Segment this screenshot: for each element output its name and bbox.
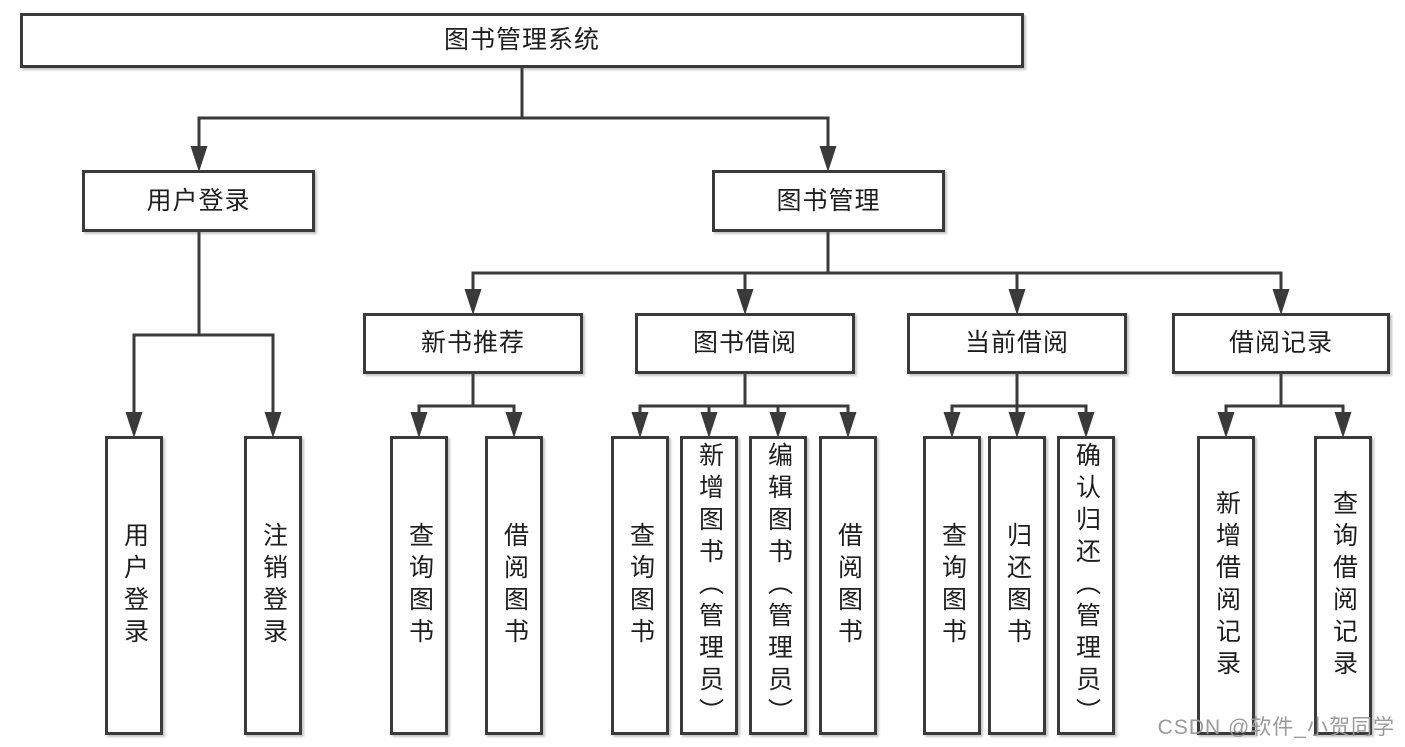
csdn-watermark: CSDN @软件_小贺同学 bbox=[1157, 716, 1395, 739]
arrowhead-icon bbox=[736, 289, 754, 315]
arrowhead-icon bbox=[943, 412, 961, 438]
node-label: 借阅图书 bbox=[500, 521, 529, 650]
node-user-login: 用户登录 bbox=[82, 170, 315, 232]
node-borrow-records: 借阅记录 bbox=[1172, 313, 1390, 374]
node-label: 查询图书 bbox=[405, 521, 434, 650]
node-book-borrow: 图书借阅 bbox=[635, 313, 855, 374]
arrowhead-icon bbox=[819, 146, 837, 172]
node-label: 查询图书 bbox=[938, 521, 967, 650]
node-label: 查询借阅记录 bbox=[1329, 489, 1358, 682]
node-label: 图书管理系统 bbox=[443, 26, 600, 54]
node-current-borrow: 当前借阅 bbox=[907, 313, 1127, 374]
node-label: 用户登录 bbox=[146, 186, 251, 215]
arrowhead-icon bbox=[410, 412, 428, 438]
arrowhead-icon bbox=[464, 289, 482, 315]
node-label: 新增图书（管理员） bbox=[695, 441, 724, 730]
node-label: 图书管理 bbox=[776, 186, 881, 215]
node-label: 查询图书 bbox=[626, 521, 655, 650]
node-label: 注销登录 bbox=[259, 521, 288, 650]
node-leaf-logout: 注销登录 bbox=[244, 436, 302, 735]
node-leaf-user-login: 用户登录 bbox=[105, 436, 163, 735]
arrowhead-icon bbox=[1272, 289, 1290, 315]
node-leaf-query-book-2: 查询图书 bbox=[611, 436, 669, 735]
arrowhead-icon bbox=[1008, 289, 1026, 315]
node-label: 编辑图书（管理员） bbox=[764, 441, 793, 730]
node-leaf-borrow-book-1: 借阅图书 bbox=[485, 436, 543, 735]
node-label: 确认归还（管理员） bbox=[1072, 441, 1101, 730]
node-label: 新书推荐 bbox=[420, 329, 525, 357]
arrowhead-icon bbox=[190, 146, 208, 172]
arrowhead-icon bbox=[505, 412, 523, 438]
arrowhead-icon bbox=[264, 412, 282, 438]
node-label: 借阅记录 bbox=[1228, 329, 1333, 357]
node-root: 图书管理系统 bbox=[20, 13, 1024, 68]
arrowhead-icon bbox=[125, 412, 143, 438]
node-leaf-query-book-1: 查询图书 bbox=[390, 436, 448, 735]
node-leaf-query-book-3: 查询图书 bbox=[923, 436, 981, 735]
node-leaf-add-book: 新增图书（管理员） bbox=[680, 436, 738, 735]
node-label: 借阅图书 bbox=[834, 521, 863, 650]
node-leaf-borrow-book-2: 借阅图书 bbox=[819, 436, 877, 735]
node-label: 新增借阅记录 bbox=[1212, 489, 1241, 682]
node-label: 归还图书 bbox=[1003, 521, 1032, 650]
arrowhead-icon bbox=[839, 412, 857, 438]
node-leaf-query-record: 查询借阅记录 bbox=[1314, 436, 1372, 735]
arrowhead-icon bbox=[769, 412, 787, 438]
arrowhead-icon bbox=[1008, 412, 1026, 438]
arrowhead-icon bbox=[1217, 412, 1235, 438]
node-book-management: 图书管理 bbox=[712, 170, 945, 232]
arrowhead-icon bbox=[700, 412, 718, 438]
node-label: 图书借阅 bbox=[692, 329, 797, 357]
arrowhead-icon bbox=[631, 412, 649, 438]
node-label: 用户登录 bbox=[120, 521, 149, 650]
node-leaf-return-book: 归还图书 bbox=[988, 436, 1046, 735]
arrowhead-icon bbox=[1334, 412, 1352, 438]
arrowhead-icon bbox=[1077, 412, 1095, 438]
node-new-book-recommend: 新书推荐 bbox=[363, 313, 583, 374]
node-leaf-add-record: 新增借阅记录 bbox=[1197, 436, 1255, 735]
node-leaf-edit-book: 编辑图书（管理员） bbox=[749, 436, 807, 735]
node-label: 当前借阅 bbox=[964, 329, 1069, 357]
node-leaf-confirm-return: 确认归还（管理员） bbox=[1057, 436, 1115, 735]
